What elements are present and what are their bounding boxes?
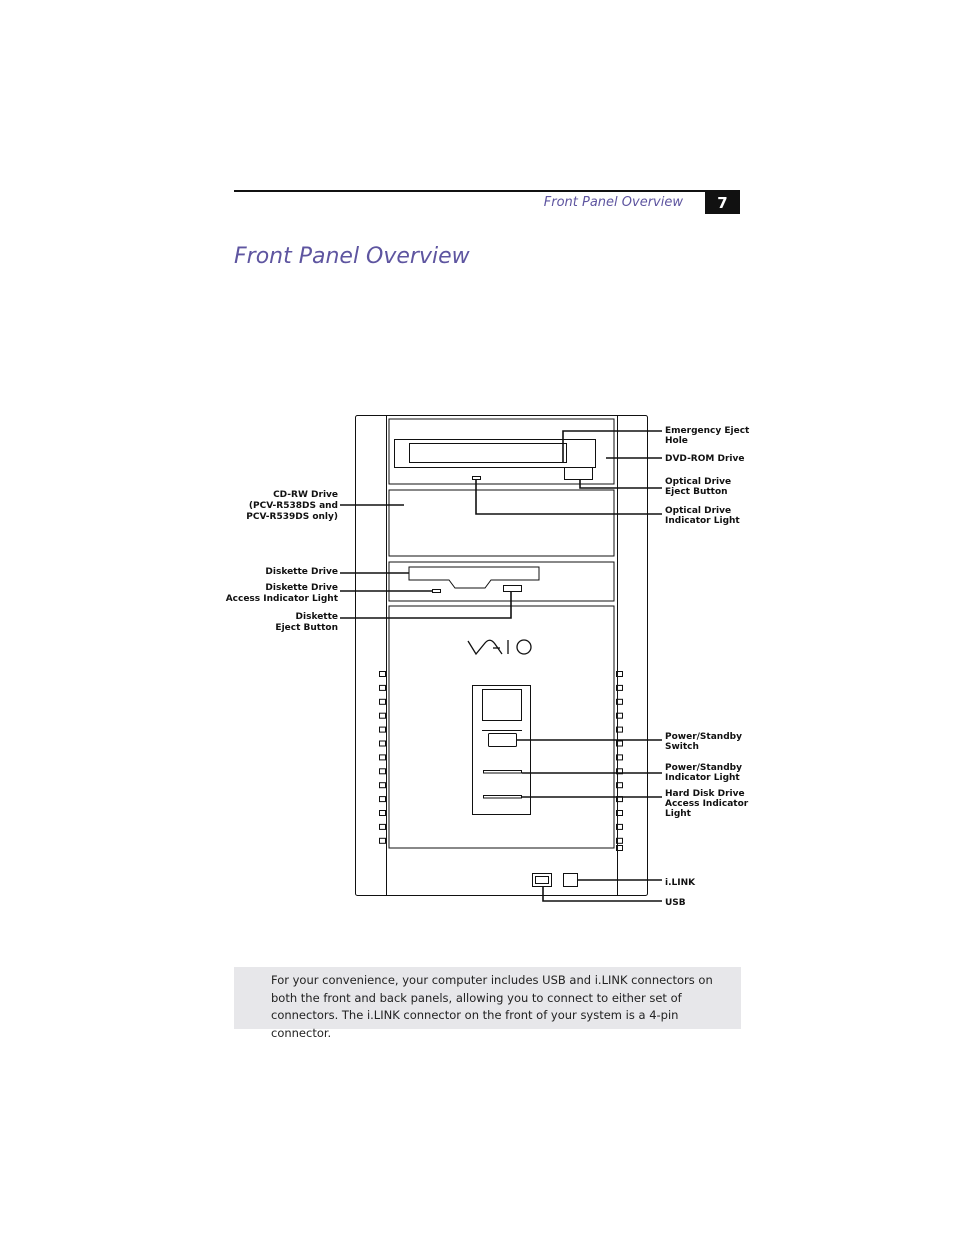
chassis-outline — [355, 415, 648, 896]
page-title: Front Panel Overview — [234, 244, 470, 269]
vent-right — [616, 726, 623, 733]
vent-left — [379, 712, 386, 719]
label-diskette-drive: Diskette Drive — [265, 567, 338, 577]
leader-optical-indicator — [475, 480, 662, 515]
cdrw-bay — [388, 489, 615, 557]
vent-left — [379, 698, 386, 705]
vent-left — [379, 754, 386, 761]
diskette-slot — [408, 566, 540, 589]
leader-usb — [542, 887, 662, 902]
vent-right — [616, 782, 623, 789]
vent-right — [616, 684, 623, 691]
vent-right — [616, 740, 623, 747]
dvd-rom-drive — [394, 439, 596, 468]
vent-left — [379, 671, 386, 677]
diskette-access-light — [432, 589, 441, 593]
label-ilink: i.LINK — [665, 878, 696, 888]
vent-left — [379, 810, 386, 816]
vent-left — [379, 823, 386, 830]
vaio-logo — [467, 639, 532, 656]
diskette-eject-button — [503, 585, 522, 592]
power-standby-switch — [488, 733, 517, 747]
ilink-port — [563, 873, 578, 887]
vent-right — [616, 754, 623, 761]
dvd-rom-bay — [388, 418, 615, 485]
control-panel — [472, 685, 531, 815]
optical-eject-button — [564, 467, 593, 480]
running-head: Front Panel Overview — [543, 195, 683, 210]
vent-right — [616, 823, 623, 830]
hdd-access-light — [483, 795, 522, 799]
vent-left — [379, 768, 386, 775]
diskette-bay — [388, 561, 615, 602]
vent-left — [379, 726, 386, 733]
vent-right — [616, 698, 623, 705]
vent-left — [379, 782, 386, 789]
note-text: For your convenience, your computer incl… — [271, 973, 713, 1040]
dvd-rom-tray — [409, 443, 567, 463]
panel-window — [482, 689, 522, 721]
usb-port-inner — [535, 876, 549, 884]
label-usb: USB — [665, 898, 686, 908]
note-box: For your convenience, your computer incl… — [234, 967, 741, 1040]
power-standby-light — [483, 770, 522, 774]
vent-right — [616, 837, 623, 844]
vent-right — [616, 845, 623, 851]
vent-left — [379, 796, 386, 803]
vent-right — [616, 712, 623, 719]
usb-port — [532, 873, 552, 887]
page-number: 7 — [705, 192, 740, 214]
leader-diskette-eject — [340, 592, 512, 619]
leader-emergency-eject — [562, 430, 662, 462]
vent-left — [379, 684, 386, 691]
vent-right — [616, 810, 623, 816]
optical-indicator-light — [472, 476, 481, 480]
vent-left — [379, 837, 386, 844]
header-rule — [234, 190, 740, 192]
vent-left — [379, 740, 386, 747]
leader-optical-eject — [579, 480, 662, 489]
vent-right — [616, 671, 623, 677]
lower-bay — [388, 605, 615, 849]
label-dvd-rom: DVD-ROM Drive — [665, 454, 744, 464]
